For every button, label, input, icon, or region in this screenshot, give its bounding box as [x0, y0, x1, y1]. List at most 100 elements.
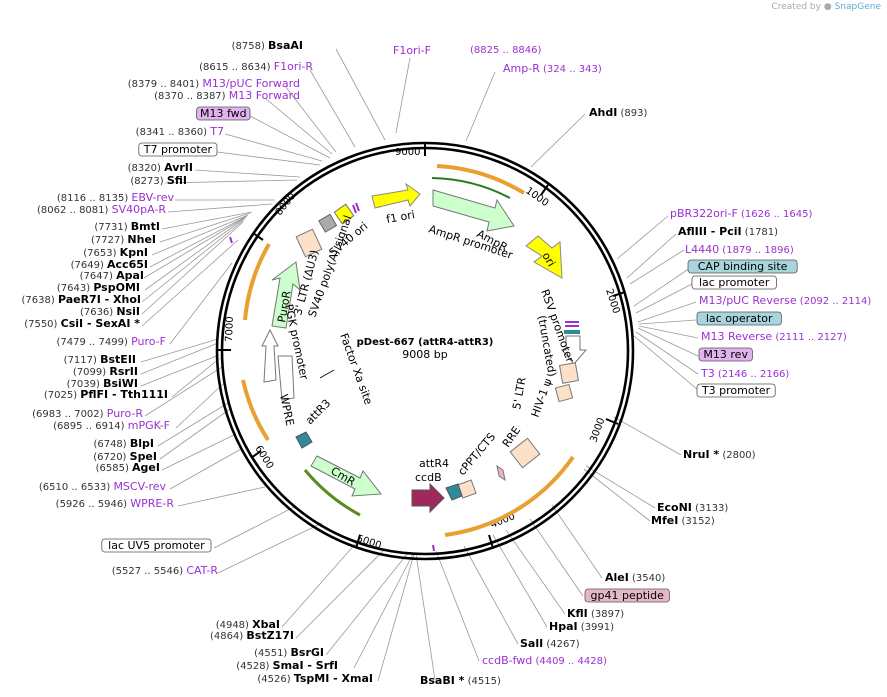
site-label: (8062 .. 8081) SV40pA-R: [37, 203, 166, 216]
left-label-row: (7479 .. 7499) Puro-F: [56, 335, 166, 348]
label-f1-ori: f1 ori: [385, 208, 416, 226]
site-label: (7731) BmtI: [94, 220, 160, 233]
left-label-row: (7643) PspOMI: [57, 281, 140, 294]
site-label: (4551) BsrGI: [254, 646, 324, 659]
label-ccdb: ccdB: [415, 471, 442, 484]
left-label-row: (8273) SfiI: [130, 174, 187, 187]
site-position: (7731): [94, 222, 130, 233]
site-name: BsiWI: [103, 377, 138, 390]
site-name: M13 Forward: [229, 89, 300, 102]
site-name: CAT-R: [186, 564, 218, 577]
site-position: (8825 .. 8846): [470, 45, 542, 56]
site-position: (6895 .. 6914): [53, 421, 128, 432]
site-name: AleI: [605, 571, 629, 584]
site-label: (6748) BlpI: [93, 437, 154, 450]
site-position: (7638): [22, 295, 58, 306]
right-label-row: M13/pUC Reverse (2092 .. 2114): [699, 294, 871, 307]
right-label-row: BsaBI * (4515): [420, 674, 501, 687]
site-name: SalI: [520, 637, 543, 650]
right-label-row: (8825 .. 8846): [470, 45, 542, 56]
site-name: PspOMI: [93, 281, 140, 294]
left-label-row: (5926 .. 5946) WPRE-R: [56, 497, 175, 510]
feature-box-label: M13 fwd: [200, 107, 247, 120]
left-label-row: (7638) PaeR7I - XhoI: [22, 293, 142, 306]
left-label-row: T7 promoter: [138, 142, 218, 157]
leader-lines-right: [395, 57, 699, 681]
site-label: (4528) SmaI - SrfI: [236, 659, 338, 672]
site-name: T7: [209, 125, 224, 138]
site-position: (3897): [588, 609, 625, 620]
right-label-row: T3 promoter: [696, 383, 776, 398]
right-label-row: AflIII - PciI (1781): [678, 225, 778, 238]
site-suffix: - SrfI: [304, 659, 338, 672]
left-label-row: (6510 .. 6533) MSCV-rev: [39, 480, 167, 493]
site-label: pBR322ori-F (1626 .. 1645): [670, 207, 812, 220]
left-label-row: (8320) AvrII: [128, 161, 193, 174]
site-label: MfeI (3152): [651, 514, 715, 527]
pgk-promoter-arrow: [261, 328, 279, 383]
left-label-row: (7117) BstEII: [64, 353, 136, 366]
site-label: (8341 .. 8360) T7: [136, 125, 224, 138]
label-ltr5: 5' LTR: [510, 376, 529, 411]
site-name: KpnI: [120, 246, 148, 259]
site-label: KflI (3897): [567, 607, 624, 620]
site-position: (7025): [44, 390, 80, 401]
site-name: BmtI: [131, 220, 160, 233]
ccdb-arrow: [411, 482, 445, 514]
left-label-row: (6585) AgeI: [96, 461, 160, 474]
ampr-arrow: [432, 189, 515, 232]
site-label: L4440 (1879 .. 1896): [685, 243, 794, 256]
label-attr4: attR4: [419, 457, 449, 470]
site-name: XbaI: [252, 618, 280, 631]
site-position: (8370 .. 8387): [154, 91, 229, 102]
left-label-row: (6720) SpeI: [93, 450, 157, 463]
site-label: (6895 .. 6914) mPGK-F: [53, 419, 170, 432]
site-position: (8062 .. 8081): [37, 205, 112, 216]
site-name: Acc65I: [107, 258, 148, 271]
site-position: (4526): [257, 674, 293, 685]
snapgene-credit: Created by ● SnapGene: [771, 2, 881, 12]
site-position: (7653): [83, 248, 119, 259]
site-position: (5926 .. 5946): [56, 499, 131, 510]
site-suffix: - PciI: [707, 225, 742, 238]
site-position: (1781): [742, 227, 779, 238]
right-label-row: T3 (2146 .. 2166): [700, 367, 789, 380]
left-label-row: (6748) BlpI: [93, 437, 154, 450]
left-label-row: (7099) RsrII: [73, 365, 138, 378]
site-name: SpeI: [130, 450, 157, 463]
sv40-ori-box: [333, 203, 355, 225]
left-label-row: (5527 .. 5546) CAT-R: [112, 564, 219, 577]
site-position: (8615 .. 8634): [199, 62, 274, 73]
site-label: (8825 .. 8846): [470, 45, 542, 56]
site-name: PaeR7I: [58, 293, 101, 306]
left-label-row: (8379 .. 8401) M13/pUC Forward: [128, 77, 300, 90]
right-label-row: gp41 peptide: [584, 588, 670, 603]
feature-box-label: lac promoter: [699, 276, 770, 289]
site-position: (2800): [719, 450, 756, 461]
site-name: NruI *: [683, 448, 719, 461]
site-position: (4515): [464, 676, 501, 687]
sv40-polya-box: [318, 213, 338, 233]
site-label: (5926 .. 5946) WPRE-R: [56, 497, 175, 510]
site-position: (3540): [629, 573, 666, 584]
site-position: (7636): [80, 307, 116, 318]
left-label-row: (7550) CsiI - SexAI *: [24, 317, 140, 330]
wpre-box: [277, 355, 295, 401]
site-name: AhdI: [589, 106, 617, 119]
site-label: EcoNI (3133): [657, 501, 728, 514]
right-label-row: SalI (4267): [520, 637, 580, 650]
left-label-row: (4864) BstZ17I: [210, 629, 294, 642]
site-label: (7039) BsiWI: [67, 377, 138, 390]
ori-arrow: [525, 235, 563, 279]
site-label: T3 (2146 .. 2166): [700, 367, 789, 380]
site-position: (8116 .. 8135): [57, 193, 132, 204]
site-name: MfeI: [651, 514, 678, 527]
site-name: SfiI: [167, 174, 187, 187]
right-label-row: NruI * (2800): [683, 448, 756, 461]
left-label-row: lac UV5 promoter: [101, 538, 212, 553]
feature-box-label: lac operator: [706, 312, 773, 325]
left-label-row: (7039) BsiWI: [67, 377, 138, 390]
tick-7000: 7000: [224, 316, 236, 342]
